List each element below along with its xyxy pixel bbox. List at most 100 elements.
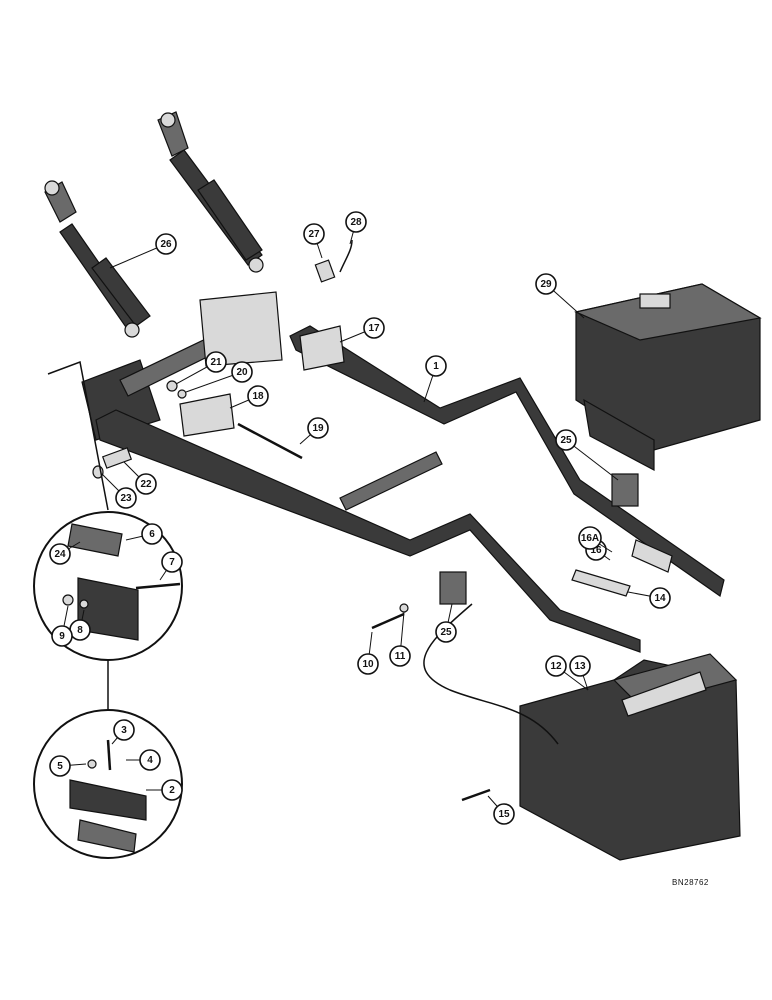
callout-label: 2 [169, 785, 175, 796]
callout-bubble [141, 523, 163, 545]
callout-1: 1 [423, 355, 447, 403]
callout-bubble [231, 361, 253, 383]
callout-25b: 25 [435, 603, 457, 643]
callout-11: 11 [389, 611, 411, 667]
callout-bubble [649, 587, 671, 609]
callout-label: 21 [210, 357, 222, 368]
callout-3: 3 [111, 719, 135, 745]
callout-label: 20 [236, 367, 248, 378]
callout-26: 26 [109, 233, 177, 269]
callout-6: 6 [125, 523, 163, 545]
callout-bubble [555, 429, 577, 451]
callout-label: 25 [560, 435, 572, 446]
callout-label: 23 [120, 493, 132, 504]
callout-bubble [307, 417, 329, 439]
callout-bubble [113, 719, 135, 741]
callout-19: 19 [299, 417, 329, 445]
callout-label: 8 [77, 625, 83, 636]
callout-8: 8 [69, 609, 91, 641]
detail-view-top [33, 511, 183, 661]
detail-view-bottom [33, 709, 183, 859]
callout-bubble [51, 625, 73, 647]
callout-bubble [535, 273, 557, 295]
bolt-15 [461, 788, 491, 802]
callout-label: 16A [581, 533, 599, 544]
callout-label: 15 [498, 809, 510, 820]
callout-label: 29 [540, 279, 552, 290]
callout-label: 1 [433, 361, 439, 372]
pad-25-lower [439, 571, 467, 605]
callout-label: 10 [362, 659, 374, 670]
callout-23: 23 [101, 473, 137, 509]
bracket-16a [631, 539, 673, 573]
callout-label: 19 [312, 423, 324, 434]
callout-bubble [161, 779, 183, 801]
callout-bubble [49, 543, 71, 565]
callout-7: 7 [159, 551, 183, 581]
washer-20 [177, 389, 187, 399]
callout-bubble [389, 645, 411, 667]
callout-bubble [205, 351, 227, 373]
weight-29 [574, 283, 762, 471]
callout-12: 12 [545, 655, 589, 691]
callout-5: 5 [49, 755, 87, 777]
callout-bubble [363, 317, 385, 339]
callout-bubble [345, 211, 367, 233]
callout-label: 4 [147, 755, 153, 766]
callout-label: 27 [308, 229, 320, 240]
callout-25a: 25 [555, 429, 619, 481]
callout-label: 17 [368, 323, 380, 334]
callout-bubble [357, 653, 379, 675]
bolt-19 [237, 422, 303, 460]
callout-label: 3 [121, 725, 127, 736]
callout-28: 28 [345, 211, 367, 245]
callout-label: 18 [252, 391, 264, 402]
callout-label: 28 [350, 217, 362, 228]
callout-10: 10 [357, 631, 379, 675]
callout-label: 25 [440, 627, 452, 638]
callout-22: 22 [123, 461, 157, 495]
callout-2: 2 [146, 779, 183, 801]
callout-label: 5 [57, 761, 63, 772]
callout-27: 27 [303, 223, 325, 259]
pin-27 [314, 259, 336, 283]
nut-21 [166, 380, 178, 392]
callout-bubble [247, 385, 269, 407]
callout-label: 24 [54, 549, 66, 560]
callout-label: 26 [160, 239, 172, 250]
callout-label: 13 [574, 661, 586, 672]
hydraulic-cylinder-right [157, 111, 264, 273]
lockwasher-11 [399, 603, 409, 613]
callout-15: 15 [487, 795, 515, 825]
callout-label: 11 [395, 651, 406, 662]
callout-bubble [49, 755, 71, 777]
callout-14: 14 [627, 587, 671, 609]
callout-label: 22 [140, 479, 152, 490]
callout-bubble [435, 621, 457, 643]
callout-bubble [161, 551, 183, 573]
drawing-number: BN28762 [672, 878, 709, 887]
callout-bubble [115, 487, 137, 509]
callout-bubble [569, 655, 591, 677]
callout-29: 29 [535, 273, 585, 319]
callout-4: 4 [126, 749, 161, 771]
callout-18: 18 [229, 385, 269, 409]
callout-24: 24 [49, 541, 81, 565]
callout-bubble [155, 233, 177, 255]
cotter-pin-28 [339, 239, 353, 273]
callout-9: 9 [51, 605, 73, 647]
callout-bubble [545, 655, 567, 677]
callout-label: 14 [654, 593, 666, 604]
callout-17: 17 [339, 317, 385, 343]
callout-bubble [425, 355, 447, 377]
callout-21: 21 [175, 351, 227, 385]
callout-13: 13 [569, 655, 591, 691]
plate-14 [571, 569, 631, 597]
main-frame [81, 291, 725, 653]
callout-20: 20 [185, 361, 253, 393]
callout-16a: 16A [578, 526, 613, 553]
callout-bubble [139, 749, 161, 771]
callout-label: 7 [169, 557, 175, 568]
weight-box-12-13 [519, 653, 741, 861]
